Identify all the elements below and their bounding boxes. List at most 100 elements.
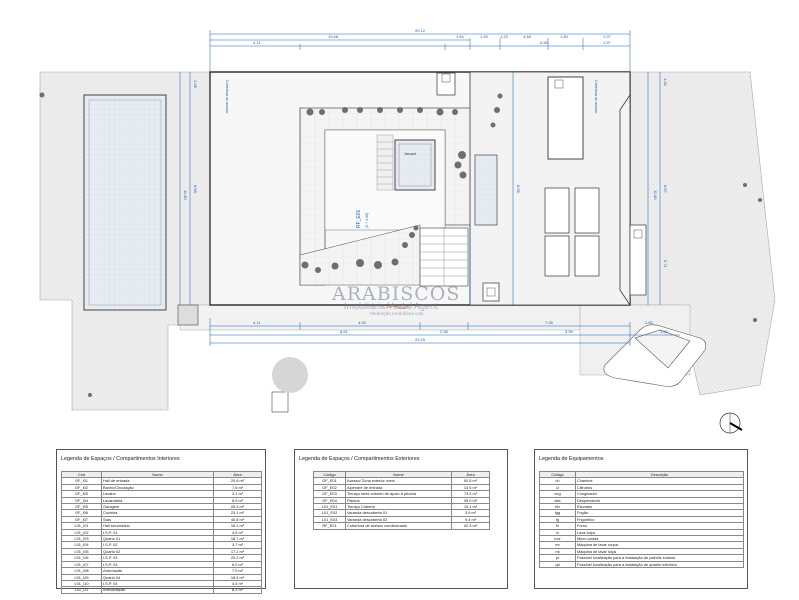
- table-cell: 6.0 m²: [213, 560, 262, 569]
- dim-right-d: 5.71: [663, 260, 668, 269]
- table-cell: 7.0 m²: [213, 567, 262, 575]
- dim-top-d: 1.93: [480, 34, 489, 39]
- table-cell: 26.3 m²: [213, 502, 262, 511]
- table-cell: 13.5 m²: [451, 483, 490, 492]
- table-cell: 42.3 m²: [451, 522, 490, 530]
- dim-top-j: 1.97: [603, 40, 612, 45]
- dim-mid-d: 8.56: [516, 185, 521, 194]
- dim-bottom-i: 1.50: [660, 329, 669, 334]
- room-label-rf-e01-sub: (0 + 4.00): [365, 213, 369, 228]
- room-labels: RF_E01 (0 + 4.00) Cobertura do acesso Co…: [225, 80, 598, 228]
- dim-top-b: 4.11: [253, 40, 261, 45]
- table-cell: 9.4 m²: [451, 515, 490, 524]
- dim-right-a: 11.80: [653, 190, 658, 200]
- room-label-right: Cobertura do acesso: [594, 80, 598, 113]
- legend-equipment-table: Legenda de Equipamentos Código Descrição…: [534, 449, 748, 589]
- building-roof-plan: [209, 71, 647, 306]
- dim-top-f: 4.48: [523, 34, 532, 39]
- table-cell: 18.4 m²: [213, 573, 262, 581]
- dim-top-i: 5.50: [540, 40, 549, 45]
- table-cell: 19.1 m²: [451, 502, 490, 511]
- dim-bottom-d: 1.60: [645, 320, 654, 325]
- dim-left-a: 11.80: [183, 190, 188, 200]
- jacuzzi-label: Jacuzzi: [404, 152, 416, 156]
- dim-top-e: 1.23: [500, 34, 509, 39]
- table-cell: 4.5 m²: [213, 528, 262, 537]
- dim-left-b: 1.08: [193, 80, 198, 89]
- logo-name: ARABISCOS: [332, 283, 461, 305]
- dim-top-h: 1.97: [603, 34, 612, 39]
- dim-bottom-c: 7.28: [545, 320, 554, 325]
- swimming-pool: [83, 94, 289, 413]
- dim-top-c: 1.64: [456, 34, 465, 39]
- table-cell: Forno: [575, 522, 744, 530]
- table-cell: Lava-loiça: [575, 528, 744, 537]
- dim-bottom-e: 8.61: [340, 329, 349, 334]
- room-label-left: Cobertura do acesso: [225, 80, 229, 113]
- table-cell: 20.6 m²: [213, 477, 262, 485]
- car-outline: [603, 324, 707, 387]
- legend-interior-title: Legenda de Espaços / Compartimentos Inte…: [61, 456, 180, 462]
- logo-tagline: Mediação Imobiliária Lda: [370, 312, 424, 317]
- table-cell: 20.2 m²: [213, 554, 262, 562]
- col-header: Área: [213, 470, 262, 479]
- table-cell: 3.1 m²: [213, 490, 262, 498]
- dim-top-total: 20.12: [415, 28, 426, 33]
- table-cell: Micro-ondas: [575, 535, 744, 543]
- table-cell: qd: [539, 560, 576, 569]
- table-cell: Arrecadação: [101, 586, 214, 594]
- legend-exterior-title: Legenda de Espaços / Compartimentos Exte…: [299, 456, 420, 462]
- table-cell: Máquina de lavar loiça: [575, 547, 744, 556]
- table-cell: 3.9 m²: [451, 509, 490, 517]
- table-cell: 92.5 m²: [451, 477, 490, 485]
- table-cell: 8.1 m²: [213, 586, 262, 594]
- dim-bottom-h: 22.15: [415, 337, 426, 342]
- dim-bottom-f: 2.38: [440, 329, 449, 334]
- table-cell: 7.6 m²: [213, 483, 262, 492]
- dim-bottom-b: 4.93: [358, 320, 367, 325]
- table-cell: 40.8 m²: [213, 515, 262, 524]
- legend-interior-table: Legenda de Espaços / Compartimentos Inte…: [56, 449, 266, 594]
- dim-right-c: 6.87: [663, 185, 668, 194]
- table-cell: Cobertura de acesso condicionado: [345, 522, 452, 530]
- dimension-labels: 20.12 19.68 4.11 1.64 1.93 1.23 4.48 1.5…: [183, 28, 669, 342]
- table-cell: L01_I11: [61, 586, 102, 594]
- table-cell: 23.1 m²: [213, 509, 262, 517]
- legend-exterior-table: Legenda de Espaços / Compartimentos Exte…: [294, 449, 508, 589]
- watermark-logo: ARABISCOS Imobiliária Vestal Agent Media…: [330, 283, 460, 323]
- dim-top-a: 19.68: [328, 34, 339, 39]
- table-cell: Frigorífico: [575, 515, 744, 524]
- dim-right-b: 1.00: [663, 78, 668, 87]
- col-header: Descrição: [575, 470, 744, 479]
- room-label-rf-e01: RF_E01: [356, 209, 362, 228]
- dim-top-g: 1.50: [560, 34, 569, 39]
- table-cell: 16.1 m²: [213, 522, 262, 530]
- table-cell: 39.0 m²: [451, 496, 490, 505]
- table-cell: 3.7 m²: [213, 541, 262, 549]
- table-cell: 6.9 m²: [213, 496, 262, 505]
- site-plan-drawing: 20.12 19.68 4.11 1.64 1.93 1.23 4.48 1.5…: [39, 28, 776, 434]
- table-cell: 4.5 m²: [213, 579, 262, 588]
- dim-bottom-a: 4.11: [253, 320, 261, 325]
- col-header: Área: [451, 470, 490, 479]
